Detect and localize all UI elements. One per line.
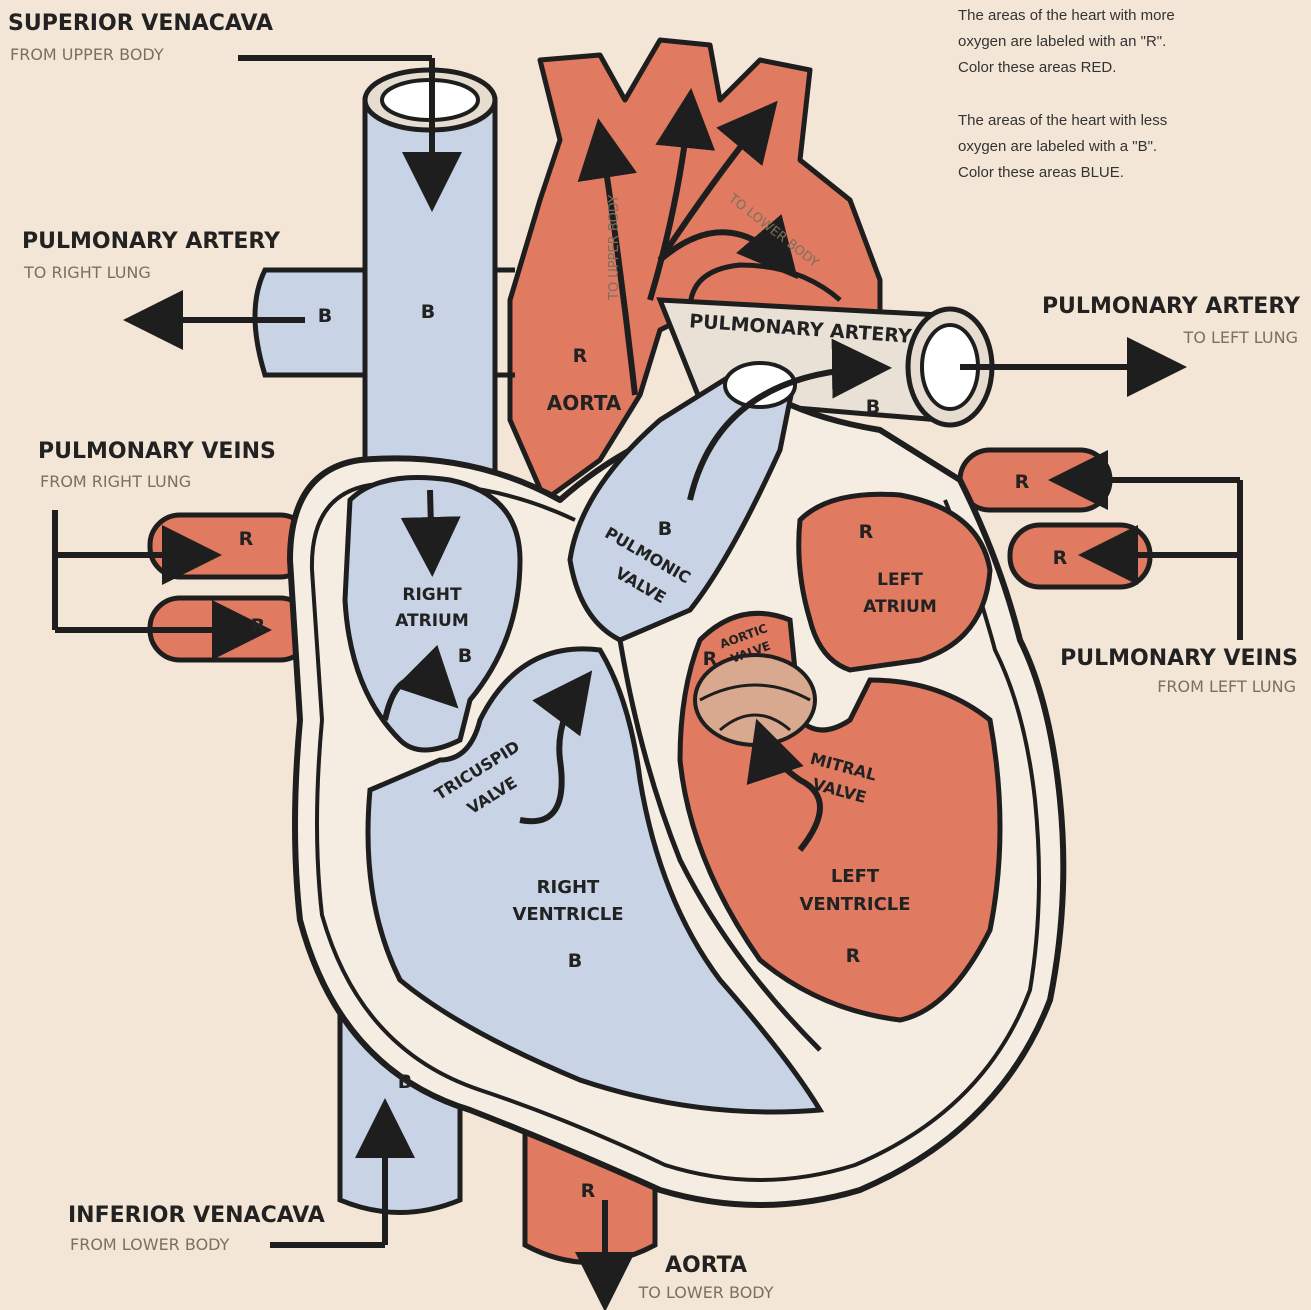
pulmonary-veins-right-sub: FROM RIGHT LUNG bbox=[40, 472, 191, 491]
superior-vena-cava-sub: FROM UPPER BODY bbox=[10, 45, 164, 64]
right-atrium-label-1: RIGHT bbox=[402, 585, 462, 605]
letter-inferior-vena-cava: B bbox=[398, 1071, 412, 1093]
right-ventricle-label-2: VENTRICLE bbox=[512, 904, 623, 925]
pulmonary-veins-left-label: PULMONARY VEINS bbox=[1060, 646, 1298, 671]
letter-left-ventricle: R bbox=[846, 945, 861, 967]
aorta-bottom-label: AORTA bbox=[665, 1253, 747, 1278]
pulmonary-veins-right-label: PULMONARY VEINS bbox=[38, 439, 276, 464]
letter-left-atrium: R bbox=[859, 521, 874, 543]
letter-pulmonary-vein-left-upper: R bbox=[1015, 471, 1030, 493]
inferior-vena-cava-label: INFERIOR VENACAVA bbox=[68, 1203, 325, 1228]
superior-vena-cava-label: SUPERIOR VENACAVA bbox=[8, 11, 273, 36]
letter-right-atrium: B bbox=[458, 645, 472, 667]
instruction-red-line2: oxygen are labeled with an "R". bbox=[958, 33, 1166, 50]
letter-descending-aorta: R bbox=[581, 1180, 596, 1202]
left-atrium-label-1: LEFT bbox=[877, 570, 923, 590]
pulmonary-artery-right-label: PULMONARY ARTERY bbox=[22, 229, 281, 254]
instruction-blue-line3: Color these areas BLUE. bbox=[958, 164, 1124, 181]
letter-superior-vena-cava: B bbox=[421, 301, 435, 323]
letter-aorta: R bbox=[573, 345, 588, 367]
left-ventricle-label-2: VENTRICLE bbox=[799, 894, 910, 915]
pulmonary-artery-left-sub: TO LEFT LUNG bbox=[1183, 328, 1298, 347]
aorta-bottom-sub: TO LOWER BODY bbox=[637, 1283, 773, 1302]
right-atrium-label-2: ATRIUM bbox=[395, 611, 469, 631]
letter-right-ventricle: B bbox=[568, 950, 582, 972]
aorta-upper-body-label: TO UPPER BODY bbox=[607, 195, 622, 301]
left-ventricle-label-1: LEFT bbox=[831, 866, 880, 887]
pulmonary-artery-left-label: PULMONARY ARTERY bbox=[1042, 294, 1301, 319]
aorta-top-label: AORTA bbox=[547, 391, 622, 415]
instruction-red-line3: Color these areas RED. bbox=[958, 59, 1116, 76]
instruction-blue-line1: The areas of the heart with less bbox=[958, 112, 1167, 129]
instruction-red-line1: The areas of the heart with more bbox=[958, 7, 1175, 24]
left-atrium-label-2: ATRIUM bbox=[863, 597, 937, 617]
letter-pulmonary-vein-right-upper: R bbox=[239, 528, 254, 550]
inferior-vena-cava-sub: FROM LOWER BODY bbox=[70, 1235, 230, 1254]
letter-pulmonary-vein-right-lower: R bbox=[251, 615, 266, 637]
letter-pulmonary-artery-left: B bbox=[866, 396, 880, 418]
right-ventricle-label-1: RIGHT bbox=[537, 877, 600, 898]
pulmonary-veins-left-sub: FROM LEFT LUNG bbox=[1157, 677, 1296, 696]
pulmonary-vein-right-upper bbox=[150, 515, 310, 577]
pulmonary-artery-right-sub: TO RIGHT LUNG bbox=[23, 263, 151, 282]
letter-aortic-valve: R bbox=[703, 648, 718, 670]
letter-pulmonary-vein-left-lower: R bbox=[1053, 547, 1068, 569]
letter-pulmonary-trunk: B bbox=[658, 518, 672, 540]
instruction-blue-line2: oxygen are labeled with a "B". bbox=[958, 138, 1157, 155]
letter-pulmonary-artery-right: B bbox=[318, 305, 332, 327]
